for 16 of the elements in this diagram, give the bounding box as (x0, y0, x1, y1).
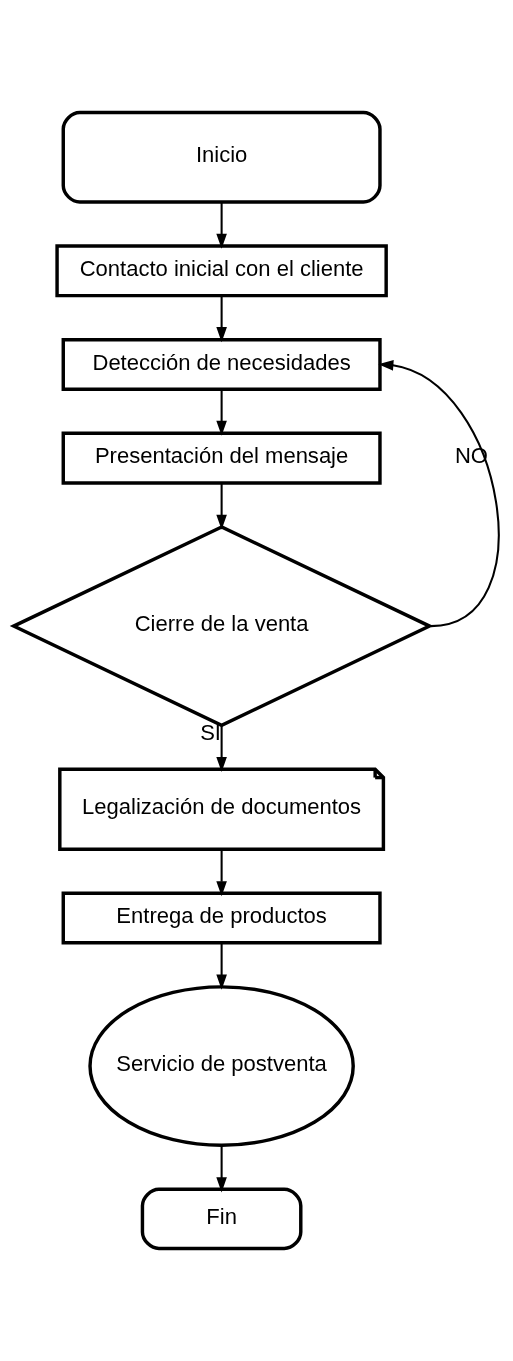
node-ellipse: Servicio de postventa (88, 985, 355, 1147)
arrow (216, 1145, 227, 1193)
node-box: Entrega de productos (61, 891, 382, 945)
node-box: Contacto inicial con el cliente (55, 244, 388, 298)
node-box: Fin (140, 1187, 303, 1251)
arrow (216, 943, 227, 990)
arrow (216, 483, 227, 530)
arrow (216, 389, 227, 436)
node-box: Detección de necesidades (61, 337, 382, 391)
arrow (216, 202, 227, 249)
node-box: Inicio (61, 110, 382, 204)
arrow (216, 725, 227, 773)
arrow (216, 296, 227, 343)
arrow (378, 360, 500, 628)
node-box: Presentación del mensaje (61, 431, 382, 485)
arrow (216, 849, 227, 897)
